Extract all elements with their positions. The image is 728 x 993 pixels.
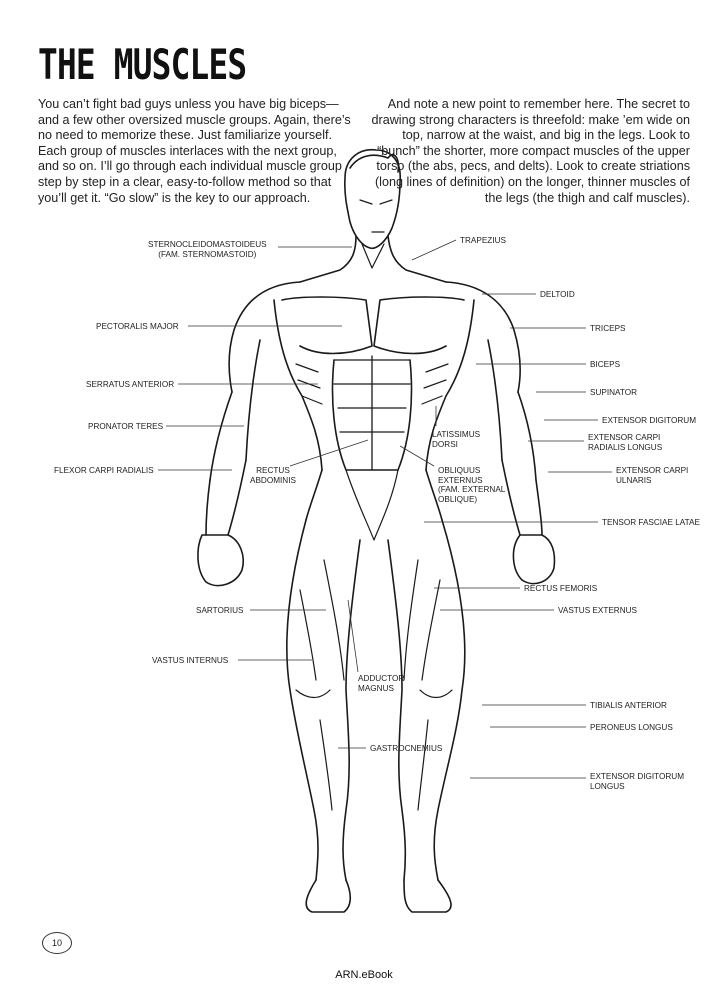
label-gastrocnemius: GASTROCNEMIUS xyxy=(370,744,443,753)
figure-abs xyxy=(333,355,411,471)
label-text: ADDUCTOR xyxy=(358,674,405,683)
label-extensor-carpi-ulnaris: EXTENSOR CARPI ULNARIS xyxy=(616,466,688,485)
label-triceps: TRICEPS xyxy=(590,324,626,333)
label-text: EXTENSOR CARPI xyxy=(588,433,661,442)
figure-left-foot xyxy=(305,879,352,913)
footer-text: ARN.eBook xyxy=(335,969,393,981)
label-trapezius: TRAPEZIUS xyxy=(460,236,506,245)
label-extensor-digitorum: EXTENSOR DIGITORUM xyxy=(602,416,697,425)
figure-left-fist xyxy=(197,534,244,587)
label-text: EXTERNUS xyxy=(438,475,483,485)
label-text: EXTENSOR CARPI xyxy=(616,466,689,475)
label-sartorius: SARTORIUS xyxy=(196,606,244,615)
label-tibialis-anterior: TIBIALIS ANTERIOR xyxy=(590,701,667,710)
label-rectus-abdominis: RECTUS ABDOMINIS xyxy=(250,466,296,485)
figure-right-leg xyxy=(387,519,466,881)
label-sternocleidomastoideus: STERNOCLEIDOMASTOIDEUS (FAM. STERNOMASTO… xyxy=(148,240,267,259)
label-extensor-digitorum-longus: EXTENSOR DIGITORUM LONGUS xyxy=(590,772,684,791)
figure-right-forearm xyxy=(501,459,543,536)
label-serratus-anterior: SERRATUS ANTERIOR xyxy=(86,380,175,389)
label-peroneus-longus: PERONEUS LONGUS xyxy=(590,723,673,732)
label-supinator: SUPINATOR xyxy=(590,388,638,397)
label-pectoralis-major: PECTORALIS MAJOR xyxy=(96,322,179,331)
label-text: MAGNUS xyxy=(358,683,394,693)
label-text: OBLIQUE) xyxy=(438,494,478,504)
label-text: (FAM. EXTERNAL xyxy=(438,485,506,494)
figure-pectorals xyxy=(281,296,465,355)
label-adductor-magnus: ADDUCTOR MAGNUS xyxy=(358,674,404,693)
figure-left-leg xyxy=(286,519,361,881)
label-text: OBLIQUUS xyxy=(438,466,481,475)
label-text: DORSI xyxy=(432,439,458,449)
label-tensor-fasciae-latae: TENSOR FASCIAE LATAE xyxy=(602,518,700,527)
label-text: LATISSIMUS xyxy=(432,430,481,439)
label-biceps: BICEPS xyxy=(590,360,621,369)
label-text: EXTENSOR DIGITORUM xyxy=(590,772,685,781)
figure-left-forearm xyxy=(205,459,247,536)
label-vastus-externus: VASTUS EXTERNUS xyxy=(558,606,638,615)
label-text: ULNARIS xyxy=(616,475,652,485)
page-title: THE MUSCLES xyxy=(38,40,247,89)
label-text: LONGUS xyxy=(590,781,625,791)
figure-right-fist xyxy=(512,534,556,585)
label-obliquus-externus: OBLIQUUS EXTERNUS (FAM. EXTERNAL OBLIQUE… xyxy=(438,466,505,504)
intro-paragraph-left: You can’t fight bad guys unless you have… xyxy=(38,97,351,205)
figure-right-deltoid xyxy=(445,281,521,393)
figure-right-foot xyxy=(403,879,452,913)
label-deltoid: DELTOID xyxy=(540,290,575,299)
page-number: 10 xyxy=(42,932,72,954)
label-extensor-carpi-radialis: EXTENSOR CARPI RADIALIS LONGUS xyxy=(588,433,662,452)
label-rectus-femoris: RECTUS FEMORIS xyxy=(524,584,598,593)
label-vastus-internus: VASTUS INTERNUS xyxy=(152,656,229,665)
label-text: ABDOMINIS xyxy=(250,475,296,485)
figure-left-deltoid xyxy=(228,281,301,393)
label-latissimus-dorsi: LATISSIMUS DORSI xyxy=(432,430,480,449)
figure-head xyxy=(344,149,401,250)
intro-paragraph-right: And note a new point to remember here. T… xyxy=(371,97,691,205)
label-pronator-teres: PRONATOR TERES xyxy=(88,422,164,431)
label-text: RADIALIS LONGUS xyxy=(588,442,663,452)
label-text: STERNOCLEIDOMASTOIDEUS xyxy=(148,240,267,249)
leader-lines xyxy=(158,239,612,779)
label-text: (FAM. STERNOMASTOID) xyxy=(158,249,257,259)
label-text: RECTUS xyxy=(256,466,290,475)
label-flexor-carpi-radialis: FLEXOR CARPI RADIALIS xyxy=(54,466,154,475)
